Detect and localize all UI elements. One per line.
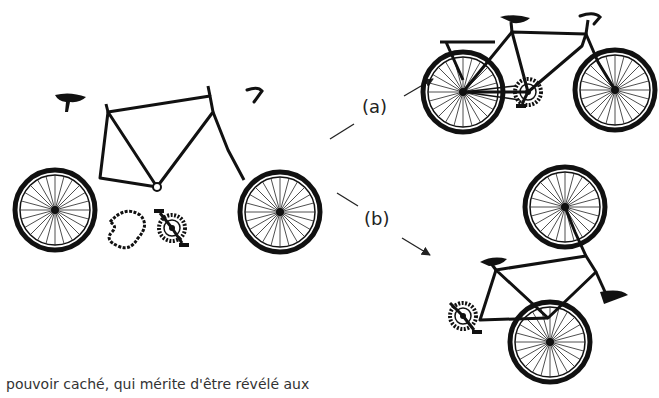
loose-parts [15,86,320,252]
option-label: (a) [362,96,387,118]
arrow-a [330,79,433,139]
option-label: (b) [364,208,389,230]
body-text-fragment: pouvoir caché, qui mérite d'être révélé … [6,376,309,393]
arrow-b [337,193,430,255]
assembled-bike [423,14,655,132]
scrambled-bike [450,167,628,382]
